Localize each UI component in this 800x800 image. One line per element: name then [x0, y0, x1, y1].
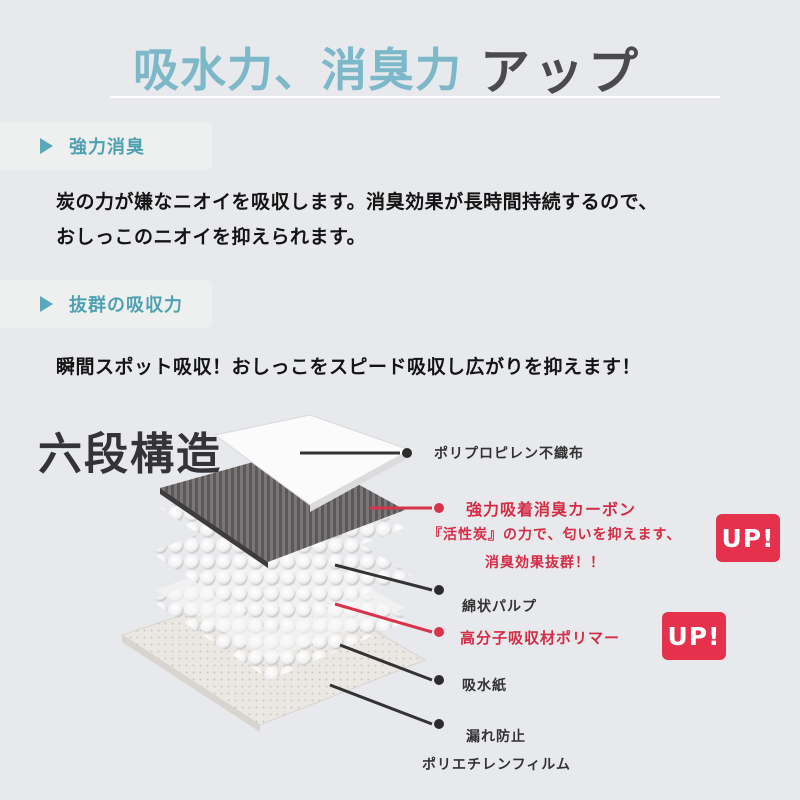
- leader-dot: [434, 675, 444, 685]
- title-area: 吸水力、消臭力 アップ: [0, 14, 800, 104]
- pad-layers-illustration: [120, 414, 427, 732]
- up-badge: UP!: [716, 514, 780, 562]
- layer-label-paper: 吸水紙: [462, 678, 507, 694]
- feature-label-absorb: 抜群の吸収力: [0, 280, 212, 328]
- layer-label-polymer: 高分子吸収材ポリマー: [460, 629, 621, 647]
- layer-label-film-2: ポリエチレンフィルム: [422, 757, 572, 773]
- layer-label-pulp: 綿状パルプ: [462, 599, 537, 615]
- description-line: おしっこのニオイを抑えられます。: [56, 226, 367, 248]
- layer-desc-carbon-1: 『活性炭』の力で、匂いを抑えます、: [428, 527, 682, 543]
- layer-nonwoven-edge: [310, 450, 410, 512]
- arrow-right-icon: [40, 296, 53, 312]
- structure-heading: 六段構造: [38, 429, 222, 480]
- leader-dot: [434, 503, 444, 513]
- layer-film-edge: [122, 635, 260, 732]
- title-secondary: アップ: [480, 43, 642, 101]
- layer-desc-carbon-2: 消臭効果抜群！！: [485, 555, 605, 571]
- layer-carbon-edge: [160, 488, 268, 568]
- up-badge: UP!: [662, 612, 726, 660]
- feature-description-absorb: 瞬間スポット吸収！おしっこをスピード吸収し広がりを抑えます！: [56, 350, 641, 385]
- arrow-right-icon: [40, 138, 53, 154]
- layer-label-nonwoven: ポリプロピレン不織布: [434, 446, 584, 462]
- feature-label-text: 強力消臭: [69, 137, 145, 158]
- title-underline: [110, 96, 720, 98]
- leader-dot: [434, 719, 444, 729]
- feature-label-text: 抜群の吸収力: [69, 295, 183, 316]
- feature-label-deodorize: 強力消臭: [0, 122, 212, 170]
- feature-description-deodorize: 炭の力が嫌なニオイを吸収します。消臭効果が長時間持続するので、 おしっこのニオイ…: [56, 185, 658, 255]
- leader-dot: [434, 585, 444, 595]
- layer-label-film: 漏れ防止: [466, 729, 526, 745]
- title-primary: 吸水力、消臭力: [133, 43, 462, 97]
- description-line: 炭の力が嫌なニオイを吸収します。消臭効果が長時間持続するので、: [56, 191, 658, 213]
- description-line: 瞬間スポット吸収！おしっこをスピード吸収し広がりを抑えます！: [56, 356, 642, 378]
- layer-label-carbon: 強力吸着消臭カーボン: [466, 500, 637, 519]
- leader-dot: [434, 627, 444, 637]
- leader-dot: [402, 448, 412, 458]
